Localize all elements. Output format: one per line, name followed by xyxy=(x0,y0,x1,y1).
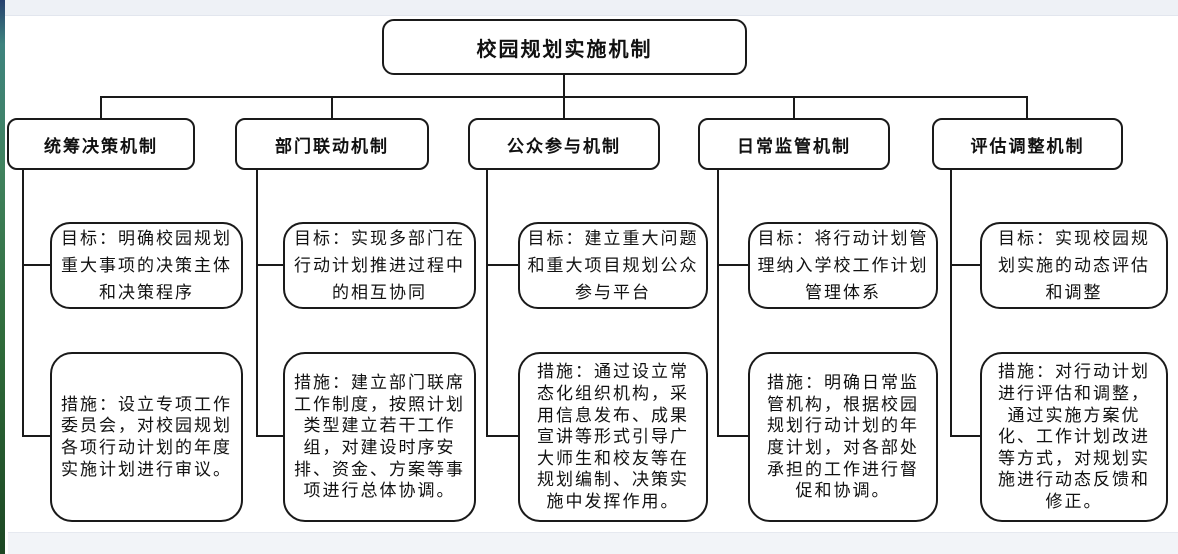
desktop-wallpaper-edge xyxy=(0,0,5,554)
measures-text: 措施：通过设立常态化组织机构，采用信息发布、成果宣讲等形式引导广大师生和校友等在… xyxy=(537,362,689,511)
connector-branch-stub xyxy=(563,96,565,119)
connector-goal-stub xyxy=(256,264,283,266)
goal-node: 目标：建立重大问题和重大项目规划公众参与平台 xyxy=(518,222,708,309)
root-node-label: 校园规划实施机制 xyxy=(476,38,653,61)
connector-goal-stub xyxy=(22,264,50,266)
connector-measures-stub xyxy=(717,435,748,437)
goal-text: 目标：将行动计划管理纳入学校工作计划管理体系 xyxy=(757,228,929,303)
branch-title-node: 统筹决策机制 xyxy=(7,118,195,170)
connector-branch-stub xyxy=(793,96,795,119)
measures-node: 措施：设立专项工作委员会，对校园规划各项行动计划的年度实施计划进行审议。 xyxy=(50,352,243,522)
connector-measures-stub xyxy=(486,435,518,437)
branch-title-label: 公众参与机制 xyxy=(507,136,621,156)
branch-title-label: 日常监管机制 xyxy=(737,136,851,156)
branch-title-node: 日常监管机制 xyxy=(698,118,890,170)
root-node: 校园规划实施机制 xyxy=(382,19,747,75)
connector-rail xyxy=(950,170,952,437)
connector-rail xyxy=(256,170,258,437)
measures-node: 措施：对行动计划进行评估和调整，通过实施方案优化、工作计划改进等方式，对规划实施… xyxy=(980,352,1168,522)
goal-node: 目标：实现多部门在行动计划推进过程中的相互协同 xyxy=(283,222,476,309)
measures-text: 措施：明确日常监管机构，根据校园规划行动计划的年度计划，对各部处承担的工作进行督… xyxy=(767,373,919,501)
connector-measures-stub xyxy=(256,435,283,437)
branch-title-node: 部门联动机制 xyxy=(235,118,429,170)
branch-title-label: 统筹决策机制 xyxy=(44,136,158,156)
connector-goal-stub xyxy=(717,264,748,266)
connector-rail xyxy=(717,170,719,437)
goal-text: 目标：明确校园规划重大事项的决策主体和决策程序 xyxy=(61,228,232,303)
branch-title-node: 公众参与机制 xyxy=(468,118,660,170)
branch-title-label: 部门联动机制 xyxy=(275,136,389,156)
measures-text: 措施：设立专项工作委员会，对校园规划各项行动计划的年度实施计划进行审议。 xyxy=(61,394,232,479)
connector-goal-stub xyxy=(950,264,980,266)
goal-text: 目标：实现校园规划实施的动态评估和调整 xyxy=(998,228,1150,303)
goal-node: 目标：明确校园规划重大事项的决策主体和决策程序 xyxy=(50,222,243,309)
branch-title-node: 评估调整机制 xyxy=(932,118,1123,170)
goal-node: 目标：将行动计划管理纳入学校工作计划管理体系 xyxy=(748,222,938,309)
measures-node: 措施：通过设立常态化组织机构，采用信息发布、成果宣讲等形式引导广大师生和校友等在… xyxy=(518,352,708,522)
goal-text: 目标：实现多部门在行动计划推进过程中的相互协同 xyxy=(294,228,465,303)
goal-node: 目标：实现校园规划实施的动态评估和调整 xyxy=(980,222,1168,309)
measures-node: 措施：明确日常监管机构，根据校园规划行动计划的年度计划，对各部处承担的工作进行督… xyxy=(748,352,938,522)
connector-branch-stub xyxy=(331,96,333,119)
page-margin-top xyxy=(5,0,1178,16)
connector-rail xyxy=(22,170,24,437)
connector-root-drop xyxy=(563,75,565,97)
connector-branch-stub xyxy=(100,96,102,119)
connector-branch-stub xyxy=(1026,96,1028,119)
goal-text: 目标：建立重大问题和重大项目规划公众参与平台 xyxy=(527,228,699,303)
measures-text: 措施：对行动计划进行评估和调整，通过实施方案优化、工作计划改进等方式，对规划实施… xyxy=(998,362,1150,511)
connector-measures-stub xyxy=(22,435,50,437)
connector-rail xyxy=(486,170,488,437)
connector-measures-stub xyxy=(950,435,980,437)
branch-title-label: 评估调整机制 xyxy=(970,136,1085,156)
measures-node: 措施：建立部门联席工作制度，按照计划类型建立若干工作组，对建设时序安排、资金、方… xyxy=(283,352,476,522)
connector-goal-stub xyxy=(486,264,518,266)
measures-text: 措施：建立部门联席工作制度，按照计划类型建立若干工作组，对建设时序安排、资金、方… xyxy=(294,373,465,501)
page-margin-bottom xyxy=(8,532,1178,554)
